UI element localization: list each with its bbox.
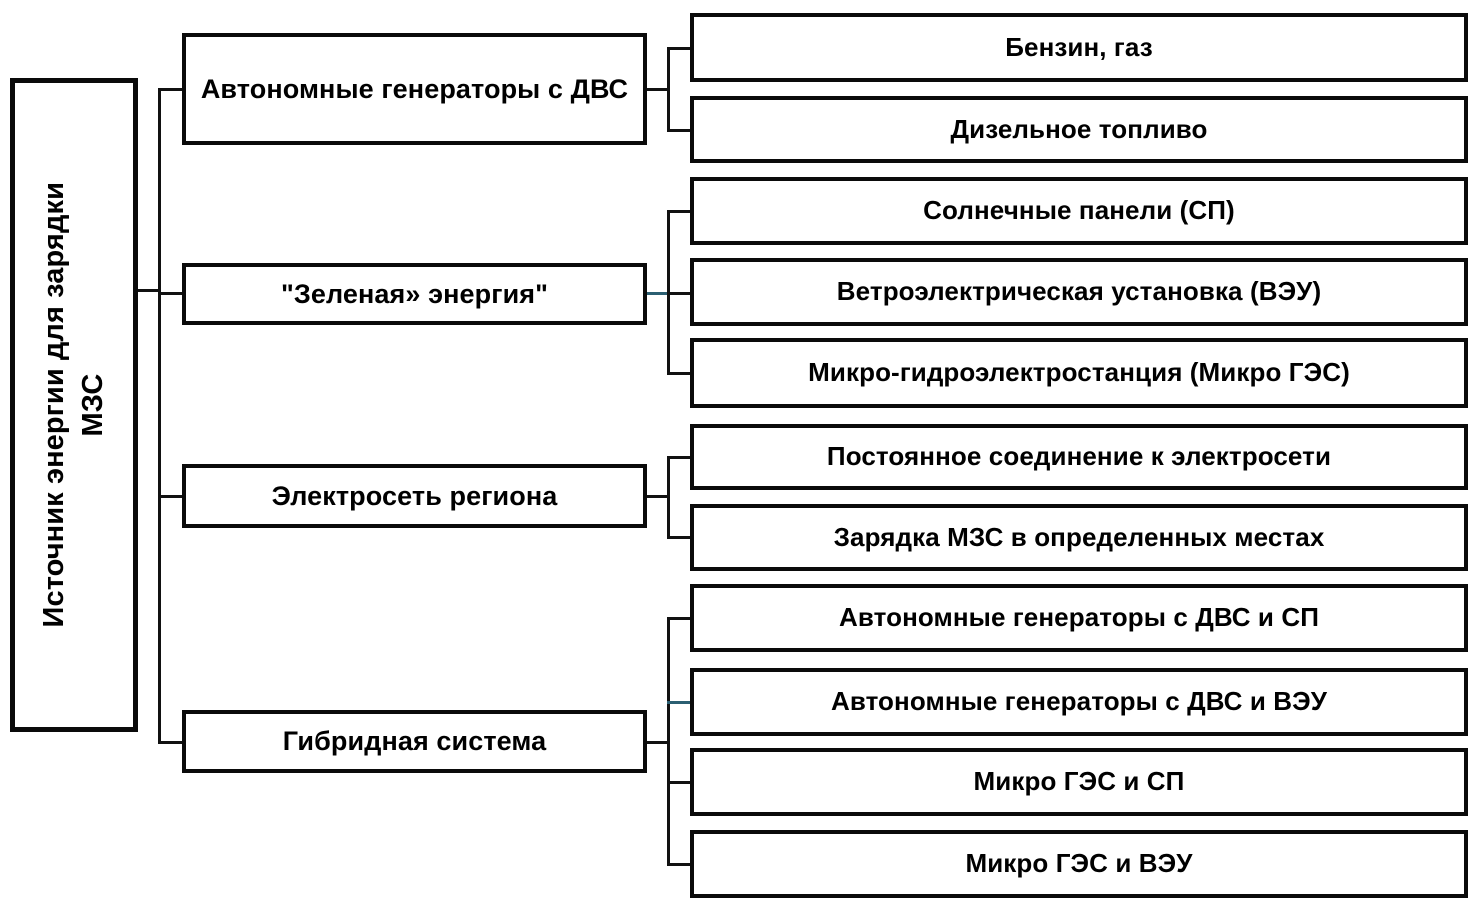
connector-b2-arm-1 — [667, 210, 692, 213]
connector-b2-arm-3 — [667, 372, 692, 375]
connector-b4-arm-4 — [667, 863, 692, 866]
connector-b1-stub — [647, 88, 669, 91]
leaf-node-2-1-label: Солнечные панели (СП) — [923, 195, 1235, 226]
leaf-node-1-1-label: Бензин, газ — [1005, 31, 1153, 62]
connector-root-arm-4 — [158, 741, 184, 744]
connector-b3-stub — [647, 495, 669, 498]
leaf-node-2-2-label: Ветроэлектрическая установка (ВЭУ) — [836, 276, 1322, 307]
connector-b4-stub — [647, 741, 669, 744]
connector-b1-trunk — [667, 47, 670, 131]
root-node[interactable]: Источник энергии для зарядки МЗС — [10, 78, 138, 732]
connector-b1-arm-1 — [667, 47, 692, 50]
leaf-node-3-2[interactable]: Зарядка МЗС в определенных местах — [690, 504, 1468, 571]
branch-node-3-label: Электросеть региона — [271, 480, 558, 511]
connector-b2-stub — [647, 292, 669, 295]
leaf-node-2-2[interactable]: Ветроэлектрическая установка (ВЭУ) — [690, 258, 1468, 326]
leaf-node-2-3[interactable]: Микро-гидроэлектростанция (Микро ГЭС) — [690, 338, 1468, 408]
leaf-node-3-1[interactable]: Постоянное соединение к электросети — [690, 424, 1468, 490]
connector-b4-arm-2 — [667, 701, 692, 704]
leaf-node-4-3[interactable]: Микро ГЭС и СП — [690, 748, 1468, 816]
connector-b3-arm-1 — [667, 456, 692, 459]
branch-node-2-label: "Зеленая» энергия" — [280, 278, 549, 309]
branch-node-4-label: Гибридная система — [282, 726, 547, 757]
connector-root-trunk — [158, 88, 161, 743]
connector-root-arm-1 — [158, 88, 184, 91]
leaf-node-4-1[interactable]: Автономные генераторы с ДВС и СП — [690, 584, 1468, 652]
connector-b3-arm-2 — [667, 536, 692, 539]
leaf-node-1-2[interactable]: Дизельное топливо — [690, 96, 1468, 163]
branch-node-3[interactable]: Электросеть региона — [182, 464, 647, 528]
leaf-node-2-1[interactable]: Солнечные панели (СП) — [690, 177, 1468, 245]
connector-b4-trunk — [667, 617, 670, 865]
connector-root-arm-3 — [158, 495, 184, 498]
connector-root-arm-2 — [158, 292, 184, 295]
leaf-node-1-2-label: Дизельное топливо — [950, 113, 1208, 144]
leaf-node-4-3-label: Микро ГЭС и СП — [973, 766, 1185, 797]
branch-node-2[interactable]: "Зеленая» энергия" — [182, 263, 647, 325]
leaf-node-1-1[interactable]: Бензин, газ — [690, 13, 1468, 82]
connector-b3-trunk — [667, 456, 670, 538]
connector-b1-arm-2 — [667, 129, 692, 132]
leaf-node-4-2-label: Автономные генераторы с ДВС и ВЭУ — [830, 686, 1328, 717]
branch-node-1-label: Автономные генераторы с ДВС — [200, 73, 629, 104]
connector-b4-arm-1 — [667, 617, 692, 620]
leaf-node-4-1-label: Автономные генераторы с ДВС и СП — [839, 602, 1319, 633]
leaf-node-4-4-label: Микро ГЭС и ВЭУ — [965, 848, 1193, 879]
leaf-node-3-2-label: Зарядка МЗС в определенных местах — [833, 521, 1325, 552]
leaf-node-4-2[interactable]: Автономные генераторы с ДВС и ВЭУ — [690, 668, 1468, 736]
leaf-node-2-3-label: Микро-гидроэлектростанция (Микро ГЭС) — [808, 357, 1350, 388]
branch-node-1[interactable]: Автономные генераторы с ДВС — [182, 33, 647, 145]
leaf-node-4-4[interactable]: Микро ГЭС и ВЭУ — [690, 830, 1468, 898]
connector-b2-arm-2 — [667, 292, 692, 295]
leaf-node-3-1-label: Постоянное соединение к электросети — [826, 441, 1332, 472]
root-node-label: Источник энергии для зарядки МЗС — [37, 182, 109, 628]
connector-b4-arm-3 — [667, 781, 692, 784]
connector-root-stub — [138, 289, 160, 292]
branch-node-4[interactable]: Гибридная система — [182, 710, 647, 773]
